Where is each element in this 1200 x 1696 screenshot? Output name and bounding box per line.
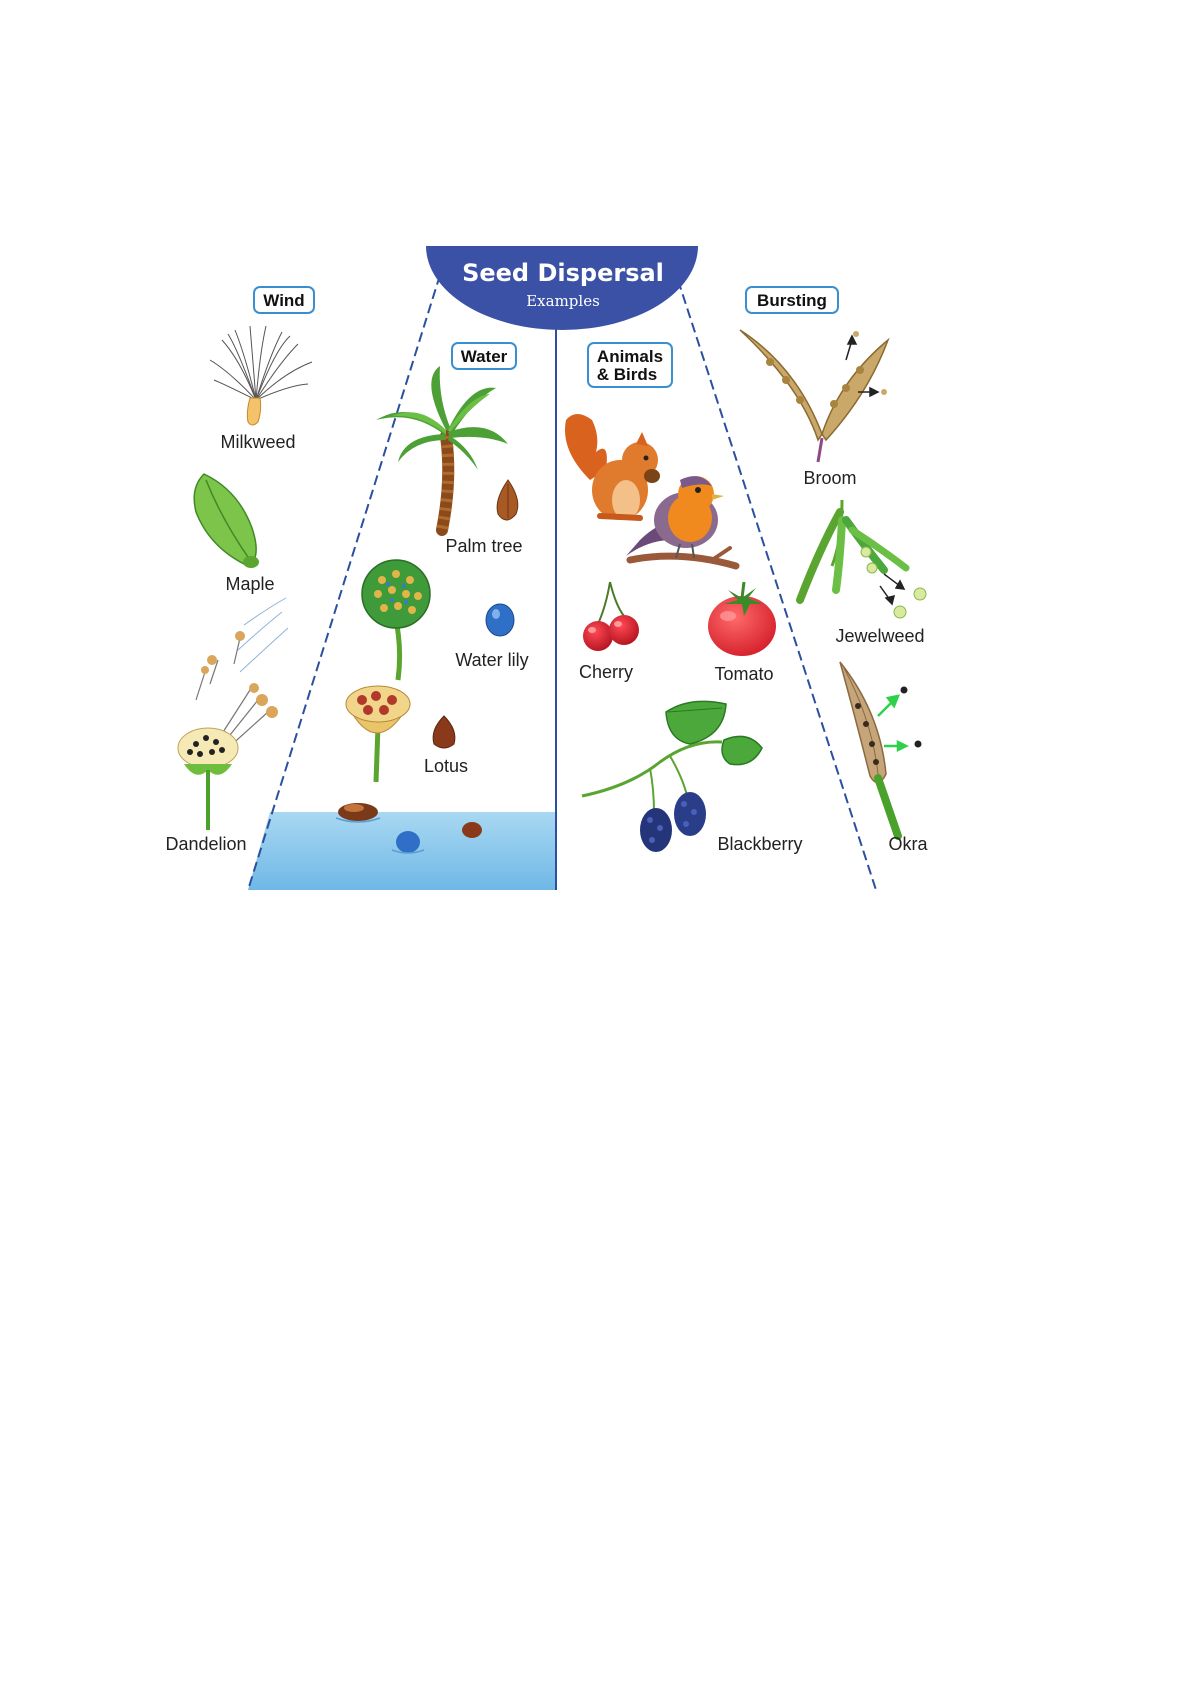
category-bursting: Bursting	[745, 286, 839, 314]
item-palm-tree: Palm tree	[445, 536, 522, 556]
robin-icon	[626, 476, 740, 570]
item-okra: Okra	[888, 834, 928, 854]
cherry-icon	[583, 581, 639, 651]
jewelweed-pod-icon	[796, 499, 927, 619]
lotus-pod-icon	[345, 685, 411, 783]
item-dandelion: Dandelion	[165, 834, 246, 854]
item-cherry: Cherry	[579, 662, 633, 682]
water-lily-seed-icon	[485, 603, 515, 637]
category-water-label: Water	[461, 347, 508, 366]
item-blackberry: Blackberry	[717, 834, 802, 854]
category-wind: Wind	[253, 286, 315, 314]
okra-pod-icon	[839, 661, 922, 840]
floating-seeds-icon	[335, 803, 482, 854]
milkweed-seed-icon	[209, 325, 313, 426]
item-water-lily: Water lily	[455, 650, 528, 670]
tomato-icon	[708, 581, 776, 656]
palm-tree-icon	[376, 366, 508, 536]
lotus-seed-icon	[432, 715, 456, 749]
category-animals-label-line2: & Birds	[597, 365, 657, 384]
squirrel-icon	[565, 414, 660, 521]
item-tomato: Tomato	[714, 664, 773, 684]
blackberry-icon	[581, 700, 763, 852]
category-water: Water	[451, 342, 517, 370]
category-bursting-label: Bursting	[757, 291, 827, 310]
page-subtitle: Examples	[526, 292, 600, 310]
maple-seed-icon	[193, 473, 259, 568]
section-dividers	[247, 274, 877, 891]
category-wind-label: Wind	[263, 291, 304, 310]
divider-wind-water	[247, 274, 441, 891]
item-milkweed: Milkweed	[220, 432, 295, 452]
water-lily-pod-icon	[361, 559, 431, 681]
category-animals-label-line1: Animals	[597, 347, 663, 366]
divider-animals-bursting	[677, 279, 877, 891]
item-jewelweed: Jewelweed	[835, 626, 924, 646]
page-title: Seed Dispersal	[462, 259, 664, 287]
coconut-icon	[496, 479, 519, 521]
item-lotus: Lotus	[424, 756, 468, 776]
broom-pod-icon	[739, 329, 890, 463]
item-maple: Maple	[225, 574, 274, 594]
title-banner: Seed Dispersal Examples	[426, 246, 698, 330]
item-broom: Broom	[803, 468, 856, 488]
dandelion-icon	[177, 597, 289, 830]
category-animals-birds: Animals & Birds	[587, 342, 673, 388]
